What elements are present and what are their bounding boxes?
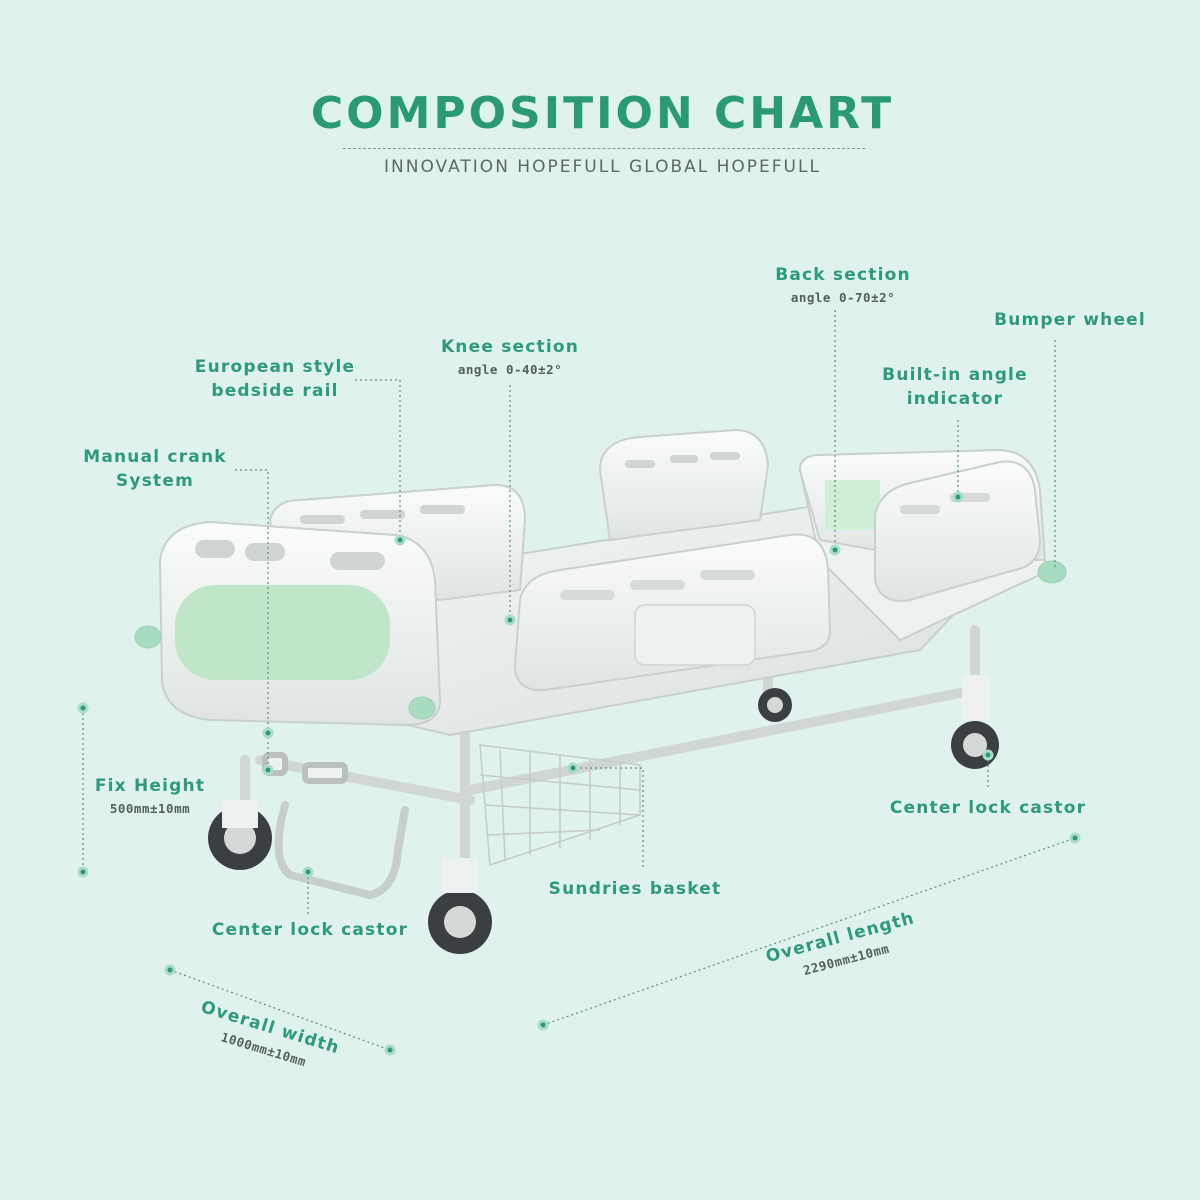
callout-dots	[77, 491, 1081, 1056]
page-title: COMPOSITION CHART	[310, 88, 895, 139]
back-section-label: Back section	[775, 265, 911, 285]
fix-height-label: Fix Height	[94, 776, 206, 796]
center-lock-castor-right-label: Center lock castor	[889, 798, 1087, 818]
foot-board-green-panel	[175, 585, 390, 680]
castor-wheels	[208, 675, 999, 954]
title-divider	[343, 148, 865, 149]
manual-crank-label: Manual crank System	[83, 447, 227, 491]
center-lock-castor-left-label: Center lock castor	[211, 920, 409, 940]
bumper-wheel-label: Bumper wheel	[994, 310, 1146, 330]
sundries-basket-label: Sundries basket	[548, 879, 722, 899]
sundries-basket	[479, 744, 641, 867]
angle-indicator-label: Built-in angle indicator	[882, 365, 1028, 409]
manual-crank-handles	[262, 752, 348, 784]
knee-section-label: Knee section	[440, 337, 580, 357]
page-subtitle: INNOVATION HOPEFULL GLOBAL HOPEFULL	[384, 157, 821, 177]
fix-height-value: 500mm±10mm	[109, 801, 191, 816]
head-board-panel	[825, 480, 880, 530]
european-rail-label: European style bedside rail	[194, 357, 356, 401]
back-section-angle: angle 0-70±2°	[790, 290, 896, 305]
callout-leader-lines	[82, 310, 1076, 1051]
knee-section-angle: angle 0-40±2°	[457, 362, 563, 377]
bed-frame	[240, 625, 980, 875]
head-side-rail	[874, 460, 1042, 602]
